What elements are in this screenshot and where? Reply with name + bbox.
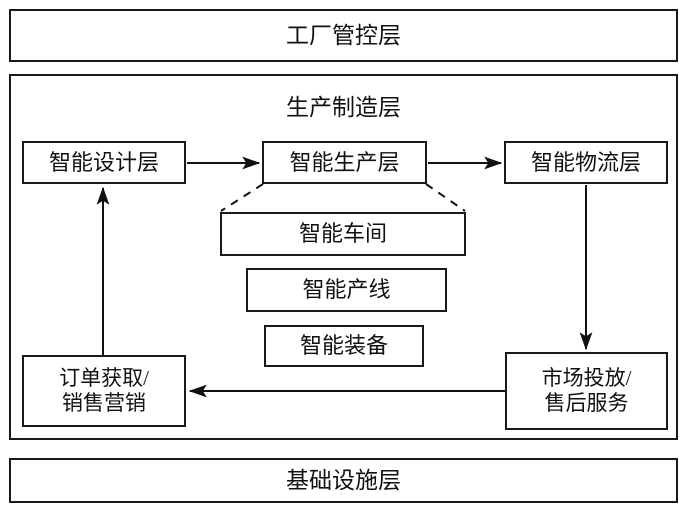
node-smart-logistics[interactable]: 智能物流层 bbox=[504, 141, 668, 184]
node-market-aftersales-label: 市场投放/ 售后服务 bbox=[541, 366, 632, 415]
layer-production-manufacturing-label: 生产制造层 bbox=[286, 95, 401, 120]
node-smart-logistics-label: 智能物流层 bbox=[530, 149, 641, 175]
node-smart-production-label: 智能生产层 bbox=[289, 149, 400, 175]
node-smart-production[interactable]: 智能生产层 bbox=[262, 141, 427, 184]
node-market-aftersales[interactable]: 市场投放/ 售后服务 bbox=[505, 352, 668, 430]
node-smart-design-label: 智能设计层 bbox=[48, 149, 159, 175]
node-smart-production-line-label: 智能产线 bbox=[302, 277, 391, 303]
node-smart-workshop-label: 智能车间 bbox=[298, 221, 387, 247]
node-smart-equipment-label: 智能装备 bbox=[299, 333, 388, 359]
node-smart-design[interactable]: 智能设计层 bbox=[22, 141, 186, 184]
node-order-acquisition-sales[interactable]: 订单获取/ 销售营销 bbox=[22, 355, 186, 427]
node-smart-equipment[interactable]: 智能装备 bbox=[264, 325, 424, 367]
layer-factory-control: 工厂管控层 bbox=[9, 9, 678, 62]
layer-infrastructure-label: 基础设施层 bbox=[286, 467, 401, 493]
node-smart-workshop[interactable]: 智能车间 bbox=[220, 212, 466, 256]
layer-infrastructure: 基础设施层 bbox=[9, 458, 678, 503]
layer-factory-control-label: 工厂管控层 bbox=[286, 22, 401, 48]
node-smart-production-line[interactable]: 智能产线 bbox=[246, 268, 447, 312]
node-order-acquisition-sales-label: 订单获取/ 销售营销 bbox=[59, 366, 149, 415]
